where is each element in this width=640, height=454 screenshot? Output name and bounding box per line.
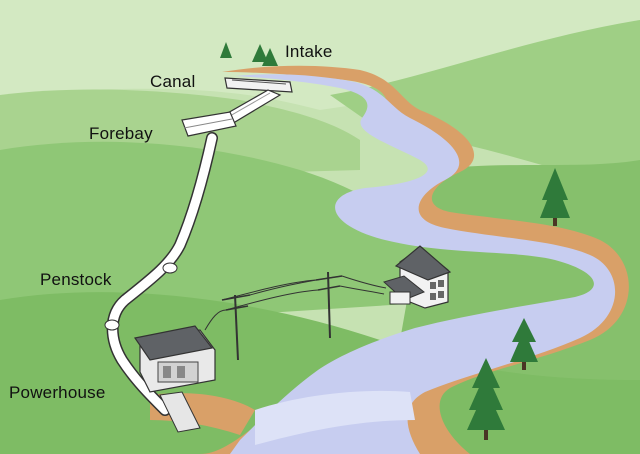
powerhouse-building (135, 326, 215, 392)
intake-label: Intake (285, 42, 333, 62)
penstock-label: Penstock (40, 270, 112, 290)
powerhouse-label: Powerhouse (9, 383, 106, 403)
canal-label: Canal (150, 72, 195, 92)
forebay-label: Forebay (89, 124, 153, 144)
